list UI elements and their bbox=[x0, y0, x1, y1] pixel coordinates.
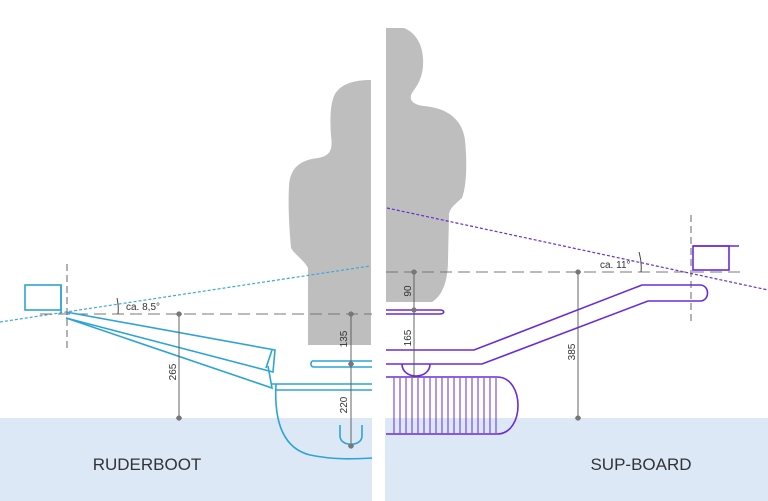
dimension-label-left-seat-to-eye: 135 bbox=[339, 330, 350, 347]
dimension-dots-right bbox=[411, 269, 581, 421]
square-target-icon bbox=[24, 284, 62, 313]
dimension-dots-left bbox=[176, 311, 354, 449]
person-silhouette-right bbox=[386, 28, 467, 302]
square-target-icon bbox=[692, 245, 739, 271]
dimension-label-left-seat-height: 220 bbox=[339, 396, 350, 413]
rowboat-hull bbox=[65, 311, 373, 460]
water-right bbox=[385, 418, 768, 501]
angle-arc-left bbox=[116, 297, 119, 315]
dimension-label-right-eye-height: 385 bbox=[567, 343, 578, 360]
water-left bbox=[0, 418, 372, 501]
person-silhouette-left bbox=[288, 80, 371, 345]
dimension-label-left-eye-height: 265 bbox=[168, 363, 179, 380]
title-sup-board: SUP-BOARD bbox=[590, 455, 691, 474]
angle-arc-right bbox=[638, 251, 642, 273]
board-stripes bbox=[393, 378, 497, 433]
dimension-label-right-seat-to-eye: 165 bbox=[403, 329, 414, 346]
center-divider bbox=[372, 0, 385, 501]
angle-label-right: ca. 11° bbox=[600, 260, 631, 271]
dimension-label-right-eye-offset: 90 bbox=[403, 285, 414, 297]
angle-label-left: ca. 8,5° bbox=[126, 302, 160, 313]
title-ruderboot: RUDERBOOT bbox=[93, 455, 202, 474]
sup-board bbox=[386, 284, 709, 435]
